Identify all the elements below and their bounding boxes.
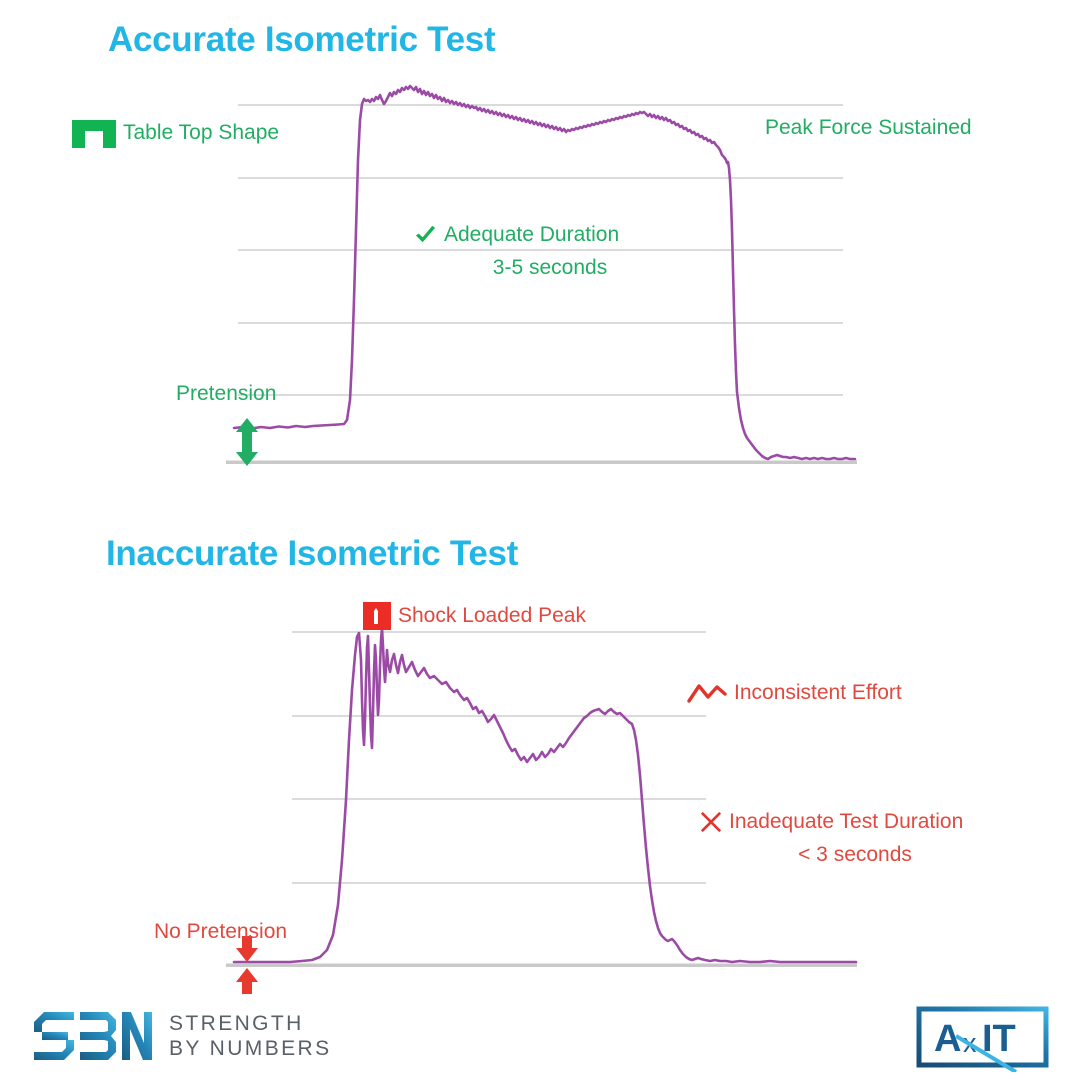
page-title-accurate: Accurate Isometric Test	[108, 20, 496, 59]
check-icon	[415, 225, 436, 242]
force-trace-inaccurate	[232, 626, 858, 964]
annotation-peak-force-sustained: Peak Force Sustained	[765, 116, 972, 140]
no-pretension-arrow-icon	[236, 936, 258, 994]
pretension-arrow-icon	[236, 418, 258, 466]
logo-sbn: STRENGTH BY NUMBERS	[34, 1010, 331, 1062]
annotation-adequate-duration: Adequate Duration	[414, 223, 619, 247]
sbn-tagline: STRENGTH BY NUMBERS	[169, 1011, 331, 1061]
annotation-label: Shock Loaded Peak	[398, 604, 586, 627]
shock-spike-icon	[363, 602, 391, 630]
annotation-adequate-duration-detail: 3-5 seconds	[414, 256, 686, 280]
cross-icon	[700, 811, 722, 833]
annotation-label: 3-5 seconds	[492, 256, 608, 279]
annotation-table-top-shape: Table Top Shape	[72, 118, 279, 148]
gridlines-accurate	[238, 104, 843, 396]
annotation-label: Inconsistent Effort	[734, 681, 902, 704]
sbn-mark-icon	[34, 1012, 152, 1060]
logo-axit: A x IT	[916, 1006, 1049, 1077]
gridlines-inaccurate	[292, 631, 706, 884]
annotation-label: Table Top Shape	[123, 121, 280, 144]
annotation-inadequate-duration-detail: < 3 seconds	[700, 843, 1010, 867]
zigzag-line-icon	[687, 684, 727, 703]
annotation-pretension: Pretension	[176, 382, 276, 406]
annotation-label: Peak Force Sustained	[765, 116, 972, 139]
table-top-shape-icon	[72, 120, 116, 148]
annotation-label: No Pretension	[154, 920, 288, 943]
annotation-label: < 3 seconds	[798, 843, 912, 866]
annotation-label: Inadequate Test Duration	[729, 810, 964, 833]
axit-mark-icon: A x IT	[916, 1006, 1049, 1074]
annotation-shock-loaded-peak: Shock Loaded Peak	[363, 602, 586, 630]
sbn-tagline-line1: STRENGTH	[169, 1012, 304, 1035]
page-title-inaccurate: Inaccurate Isometric Test	[106, 534, 519, 573]
annotation-inconsistent-effort: Inconsistent Effort	[687, 681, 902, 705]
annotation-label: Adequate Duration	[444, 223, 620, 246]
annotation-no-pretension: No Pretension	[154, 920, 287, 944]
annotation-label: Pretension	[176, 382, 277, 405]
svg-text:A: A	[934, 1018, 961, 1060]
annotation-inadequate-duration: Inadequate Test Duration	[700, 810, 963, 834]
sbn-tagline-line2: BY NUMBERS	[169, 1037, 332, 1060]
